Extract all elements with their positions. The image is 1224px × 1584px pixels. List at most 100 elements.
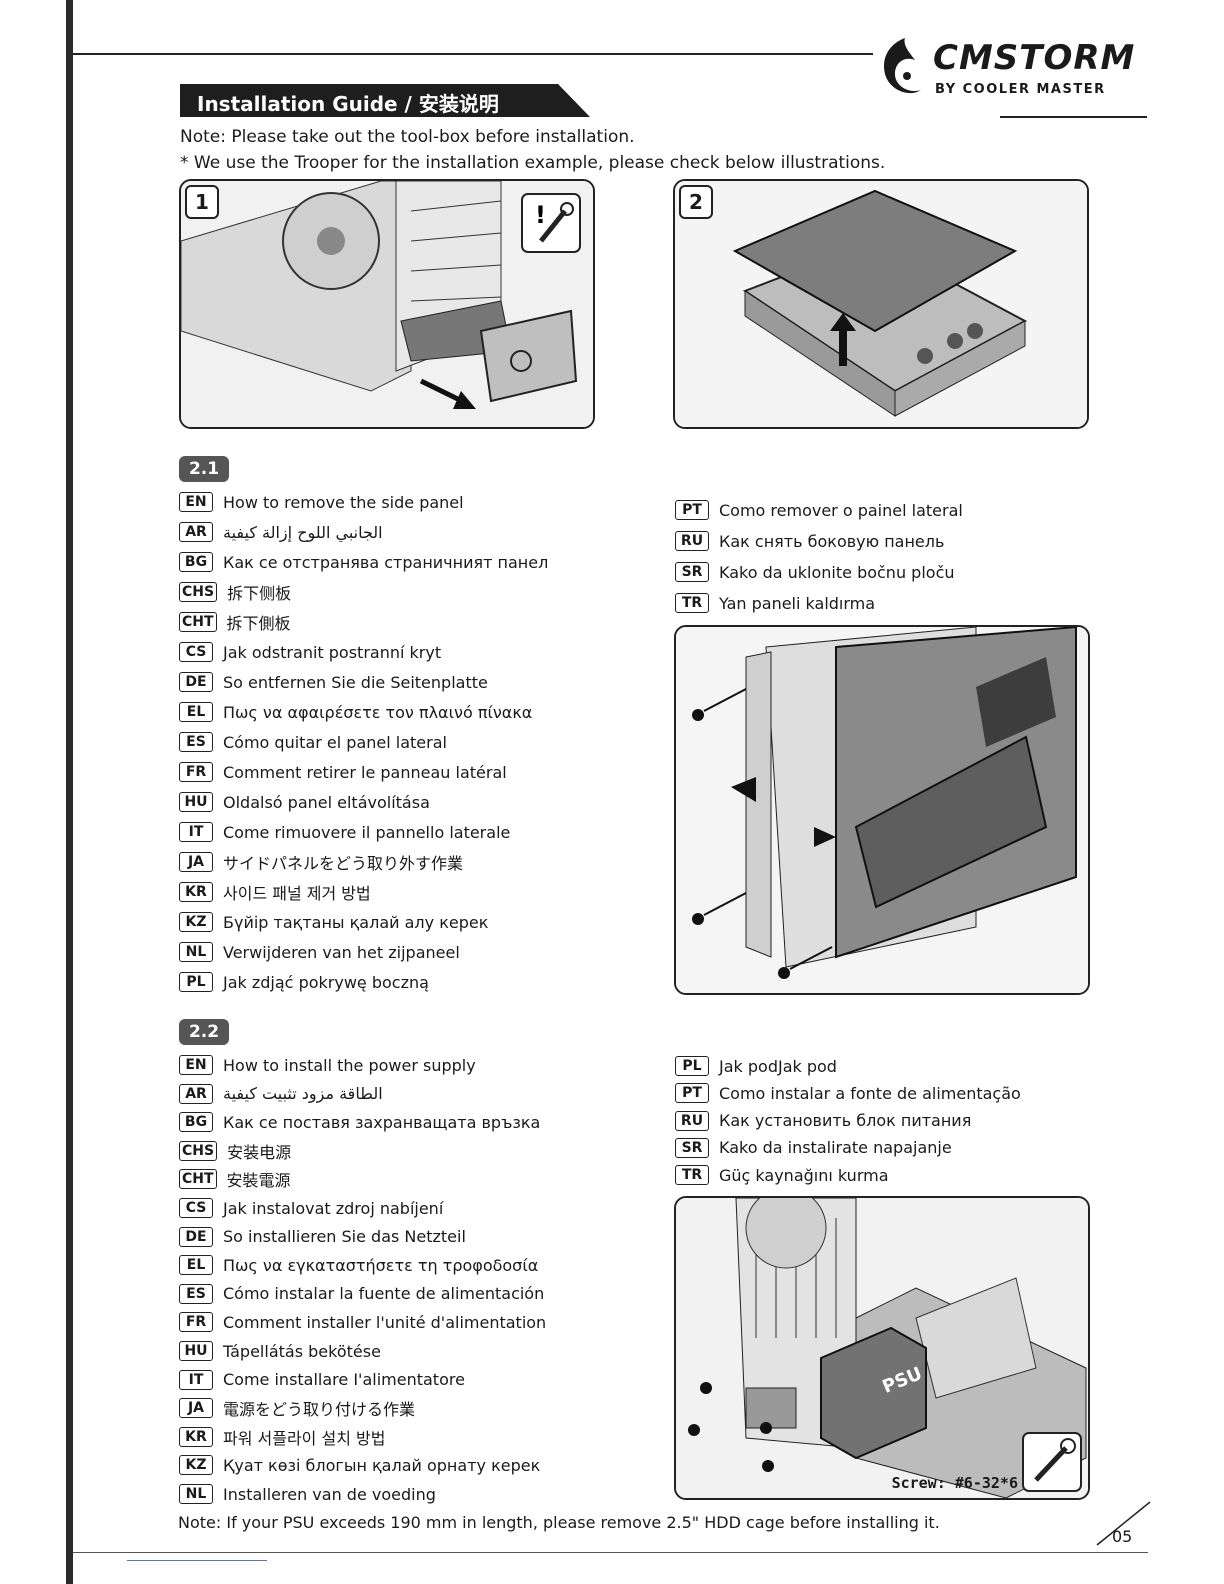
toolbox-lid-illustration xyxy=(675,181,1087,427)
toolbox-note: Note: Please take out the tool-box befor… xyxy=(180,127,635,147)
language-text: 拆下侧板 xyxy=(227,584,292,603)
language-row: FR Comment installer l'unité d'alimentati… xyxy=(179,1311,546,1333)
brand-subtitle: BY COOLER MASTER xyxy=(935,82,1106,97)
language-row: RU Как снять боковую панель xyxy=(675,530,944,552)
language-row: KR 사이드 패널 제거 방법 xyxy=(179,881,371,903)
binding-edge xyxy=(66,0,73,1584)
language-text: Kako da instalirate napajanje xyxy=(719,1138,952,1158)
psu-install-illustration xyxy=(676,1198,1088,1498)
header-rule-right xyxy=(1000,116,1147,118)
language-row: EN How to remove the side panel xyxy=(179,491,464,513)
language-text: So entfernen Sie die Seitenplatte xyxy=(223,672,488,692)
language-code-badge: EL xyxy=(179,1255,213,1276)
language-text: So installieren Sie das Netzteil xyxy=(223,1227,466,1247)
language-row: BG Как се поставя захранващата връзка xyxy=(179,1111,540,1133)
language-code-badge: AR xyxy=(179,1083,213,1104)
screwdriver-warning-icon: ! xyxy=(521,193,581,253)
language-text: How to install the power supply xyxy=(223,1055,476,1075)
language-row: EN How to install the power supply xyxy=(179,1054,476,1076)
language-row: CHS 拆下侧板 xyxy=(179,581,291,603)
language-code-badge: EN xyxy=(179,1055,213,1075)
language-code-badge: NL xyxy=(179,1484,213,1504)
storm-swirl-icon xyxy=(883,38,921,94)
language-code-badge: HU xyxy=(179,1341,213,1361)
language-code-badge: RU xyxy=(675,531,709,551)
language-text: Как се отстранява страничният панел xyxy=(223,552,549,572)
figure-step-1: 1 ! xyxy=(179,179,595,429)
language-code-badge: BG xyxy=(179,1112,213,1133)
language-text: Πως να εγκαταστήσετε τη τροφοδοσία xyxy=(223,1255,539,1275)
section-badge-2-1: 2.1 xyxy=(179,456,229,482)
side-panel-removal-illustration xyxy=(676,627,1088,993)
language-text: 拆下側板 xyxy=(226,614,291,633)
language-code-badge: CHS xyxy=(179,582,218,602)
cmstorm-logo: CMSTORM BY COOLER MASTER xyxy=(875,32,1134,112)
language-code-badge: EN xyxy=(179,492,213,512)
language-code-badge: FR xyxy=(179,762,213,782)
header-rule xyxy=(73,53,873,55)
language-text: 사이드 패널 제거 방법 xyxy=(223,884,371,903)
language-code-badge: DE xyxy=(179,672,213,692)
psu-length-note: Note: If your PSU exceeds 190 mm in leng… xyxy=(178,1513,940,1532)
language-code-badge: FR xyxy=(179,1312,213,1333)
language-text: 電源をどう取り付ける作業 xyxy=(223,1400,416,1420)
language-text: Бүйір тақтаны қалай алу керек xyxy=(223,912,489,932)
footer-rule xyxy=(73,1552,1148,1553)
language-code-badge: AR xyxy=(179,522,213,542)
language-text: Как се поставя захранващата връзка xyxy=(223,1112,541,1132)
language-code-badge: PT xyxy=(675,500,709,520)
language-text: Comment installer l'unité d'alimentation xyxy=(223,1312,547,1332)
section-badge-2-2: 2.2 xyxy=(179,1019,229,1045)
language-text: Kako da uklonite bočnu ploču xyxy=(719,562,955,582)
language-text: Как установить блок питания xyxy=(719,1111,972,1131)
language-code-badge: CS xyxy=(179,642,213,662)
language-text: How to remove the side panel xyxy=(223,492,464,512)
step-number-2: 2 xyxy=(679,185,713,219)
language-text: Yan paneli kaldırma xyxy=(719,593,876,613)
figure-side-panel xyxy=(674,625,1090,995)
language-row: DE So entfernen Sie die Seitenplatte xyxy=(179,671,488,693)
language-code-badge: SR xyxy=(675,1137,709,1158)
language-code-badge: BG xyxy=(179,552,213,572)
step-number-1: 1 xyxy=(185,185,219,219)
language-row: CHT 拆下側板 xyxy=(179,611,291,633)
language-code-badge: KZ xyxy=(179,1455,213,1476)
language-code-badge: RU xyxy=(675,1110,709,1131)
language-text: Tápellátás bekötése xyxy=(223,1341,381,1361)
language-text: Jak podJak pod xyxy=(719,1056,837,1076)
language-code-badge: CHT xyxy=(179,612,217,632)
language-code-badge: CHS xyxy=(179,1140,218,1161)
language-text: Güç kaynağını kurma xyxy=(719,1165,889,1185)
language-code-badge: JA xyxy=(179,852,213,872)
language-text: Jak odstranit postranní kryt xyxy=(223,642,442,662)
language-text: Come rimuovere il pannello laterale xyxy=(223,822,511,842)
language-text: Oldalsó panel eltávolítása xyxy=(223,792,430,812)
title-banner: Installation Guide / 安装说明 xyxy=(180,84,590,117)
language-text: 파워 서플라이 설치 방법 xyxy=(223,1428,386,1448)
language-text: Как снять боковую панель xyxy=(719,531,945,551)
language-code-badge: CS xyxy=(179,1198,213,1218)
language-text: Jak instalovat zdroj nabíjení xyxy=(223,1198,444,1218)
svg-text:!: ! xyxy=(535,201,546,229)
page-corner-line xyxy=(1096,1501,1151,1546)
language-code-badge: NL xyxy=(179,942,213,962)
language-code-badge: DE xyxy=(179,1226,213,1247)
language-text: Πως να αφαιρέσετε τον πλαινό πίνακα xyxy=(223,702,533,722)
language-code-badge: KR xyxy=(179,882,213,902)
language-code-badge: ES xyxy=(179,732,213,752)
